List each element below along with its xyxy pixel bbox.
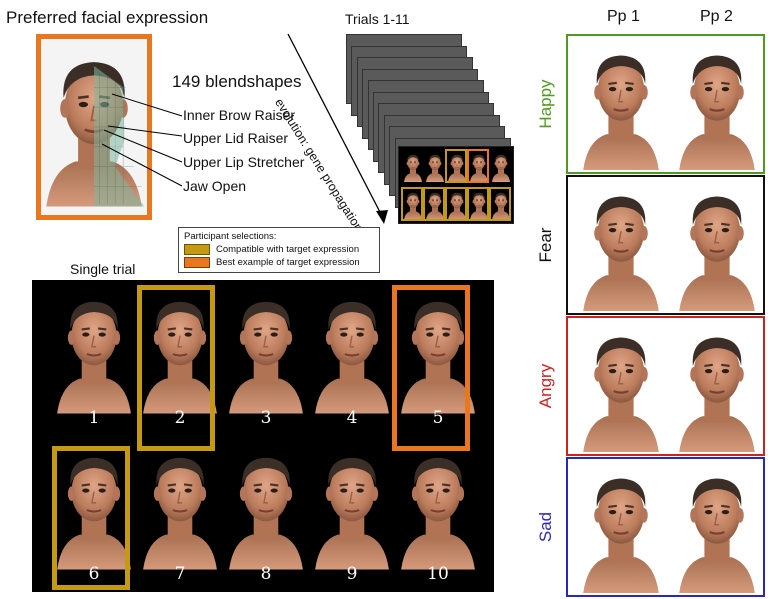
emotion-row-sad xyxy=(566,457,765,597)
trials-title: Trials 1-11 xyxy=(345,11,410,27)
mini-face-image xyxy=(425,151,445,183)
participant-1-face xyxy=(578,326,664,452)
blendshape-label: Inner Brow Raiser xyxy=(183,107,296,123)
legend-title: Participant selections: xyxy=(184,231,277,242)
expression-face-image xyxy=(674,44,760,170)
legend-label: Compatible with target expression xyxy=(216,244,360,255)
participant-2-face xyxy=(674,44,760,170)
legend-label: Best example of target expression xyxy=(216,257,360,268)
selection-box-compatible[interactable] xyxy=(52,446,130,590)
evolution-arrow xyxy=(287,33,388,224)
single-trial-title: Single trial xyxy=(70,261,136,277)
emotion-label: Happy xyxy=(536,79,555,129)
mini-selection-box xyxy=(401,187,423,221)
mini-face-image xyxy=(491,151,511,183)
emotion-row-happy xyxy=(566,34,765,174)
participant-1-face xyxy=(578,44,664,170)
expression-face-image xyxy=(674,467,760,593)
mini-face-image xyxy=(403,151,423,183)
legend-item: Best example of target expression xyxy=(184,257,374,268)
selection-box-best[interactable] xyxy=(392,285,470,451)
mini-selection-box xyxy=(467,187,489,221)
expression-face-image xyxy=(578,326,664,452)
emotion-label: Angry xyxy=(536,363,555,409)
legend: Participant selections: Compatible with … xyxy=(178,227,380,273)
mini-selection-box xyxy=(489,187,511,221)
mini-selection-box xyxy=(467,149,489,183)
blendshape-count: 149 blendshapes xyxy=(172,72,302,91)
blendshape-label: Upper Lip Stretcher xyxy=(183,154,305,170)
trial-face-image xyxy=(53,290,135,414)
trial-face-7[interactable]: 7 xyxy=(139,446,221,598)
preferred-title: Preferred facial expression xyxy=(6,8,209,27)
expression-face-image xyxy=(578,185,664,311)
trial-face-6[interactable]: 6 xyxy=(53,446,135,598)
emotion-row-angry xyxy=(566,316,765,456)
trial-face-9[interactable]: 9 xyxy=(311,446,393,598)
expression-face-image xyxy=(578,44,664,170)
trial-face-1[interactable]: 1 xyxy=(53,290,135,442)
expression-face-image xyxy=(674,326,760,452)
trial-face-8[interactable]: 8 xyxy=(225,446,307,598)
expression-face-image xyxy=(674,185,760,311)
trial-face-image xyxy=(139,446,221,570)
trial-number: 7 xyxy=(174,564,186,584)
participant-2-face xyxy=(674,185,760,311)
blendshape-label: Jaw Open xyxy=(183,178,247,194)
participant-1-face xyxy=(578,467,664,593)
trial-face-4[interactable]: 4 xyxy=(311,290,393,442)
trial-face-3[interactable]: 3 xyxy=(225,290,307,442)
participant-2-face xyxy=(674,326,760,452)
trial-number: 1 xyxy=(88,408,100,428)
trial-number: 6 xyxy=(88,564,100,584)
trial-face-image xyxy=(311,290,393,414)
emotion-label: Fear xyxy=(536,227,555,263)
trial-face-image xyxy=(225,290,307,414)
trial-number: 8 xyxy=(260,564,272,584)
emotion-label: Sad xyxy=(536,511,555,543)
trial-face-5[interactable]: 5 xyxy=(397,290,479,442)
trial-face-image xyxy=(397,446,479,570)
participant-2-face xyxy=(674,467,760,593)
single-trial-panel: 1 2 3 4 5 6 7 8 9 10 xyxy=(32,280,494,592)
mini-selection-box xyxy=(445,149,467,183)
participant-label: Pp 1 xyxy=(607,8,640,25)
trial-face-2[interactable]: 2 xyxy=(139,290,221,442)
blendshape-pointer-lines xyxy=(101,93,183,187)
expression-face-image xyxy=(578,467,664,593)
selection-box-compatible[interactable] xyxy=(137,285,215,451)
participant-1-face xyxy=(578,185,664,311)
trial-number: 4 xyxy=(346,408,358,428)
trial-stack-front xyxy=(398,146,514,224)
emotion-row-fear xyxy=(566,175,765,315)
legend-swatch-compatible xyxy=(184,244,210,255)
legend-swatch-best xyxy=(184,257,210,268)
trial-face-10[interactable]: 10 xyxy=(397,446,479,598)
trial-number: 2 xyxy=(174,408,186,428)
mini-selection-box xyxy=(445,187,467,221)
trial-face-image xyxy=(311,446,393,570)
trial-number: 3 xyxy=(260,408,272,428)
trial-number: 9 xyxy=(346,564,358,584)
trial-number: 5 xyxy=(432,408,444,428)
legend-item: Compatible with target expression xyxy=(184,244,374,255)
participant-label: Pp 2 xyxy=(700,8,733,25)
trial-face-image xyxy=(225,446,307,570)
mini-selection-box xyxy=(423,187,445,221)
arrow-head-icon xyxy=(376,210,388,224)
trial-number: 10 xyxy=(427,564,449,584)
blendshape-label: Upper Lid Raiser xyxy=(183,130,289,146)
